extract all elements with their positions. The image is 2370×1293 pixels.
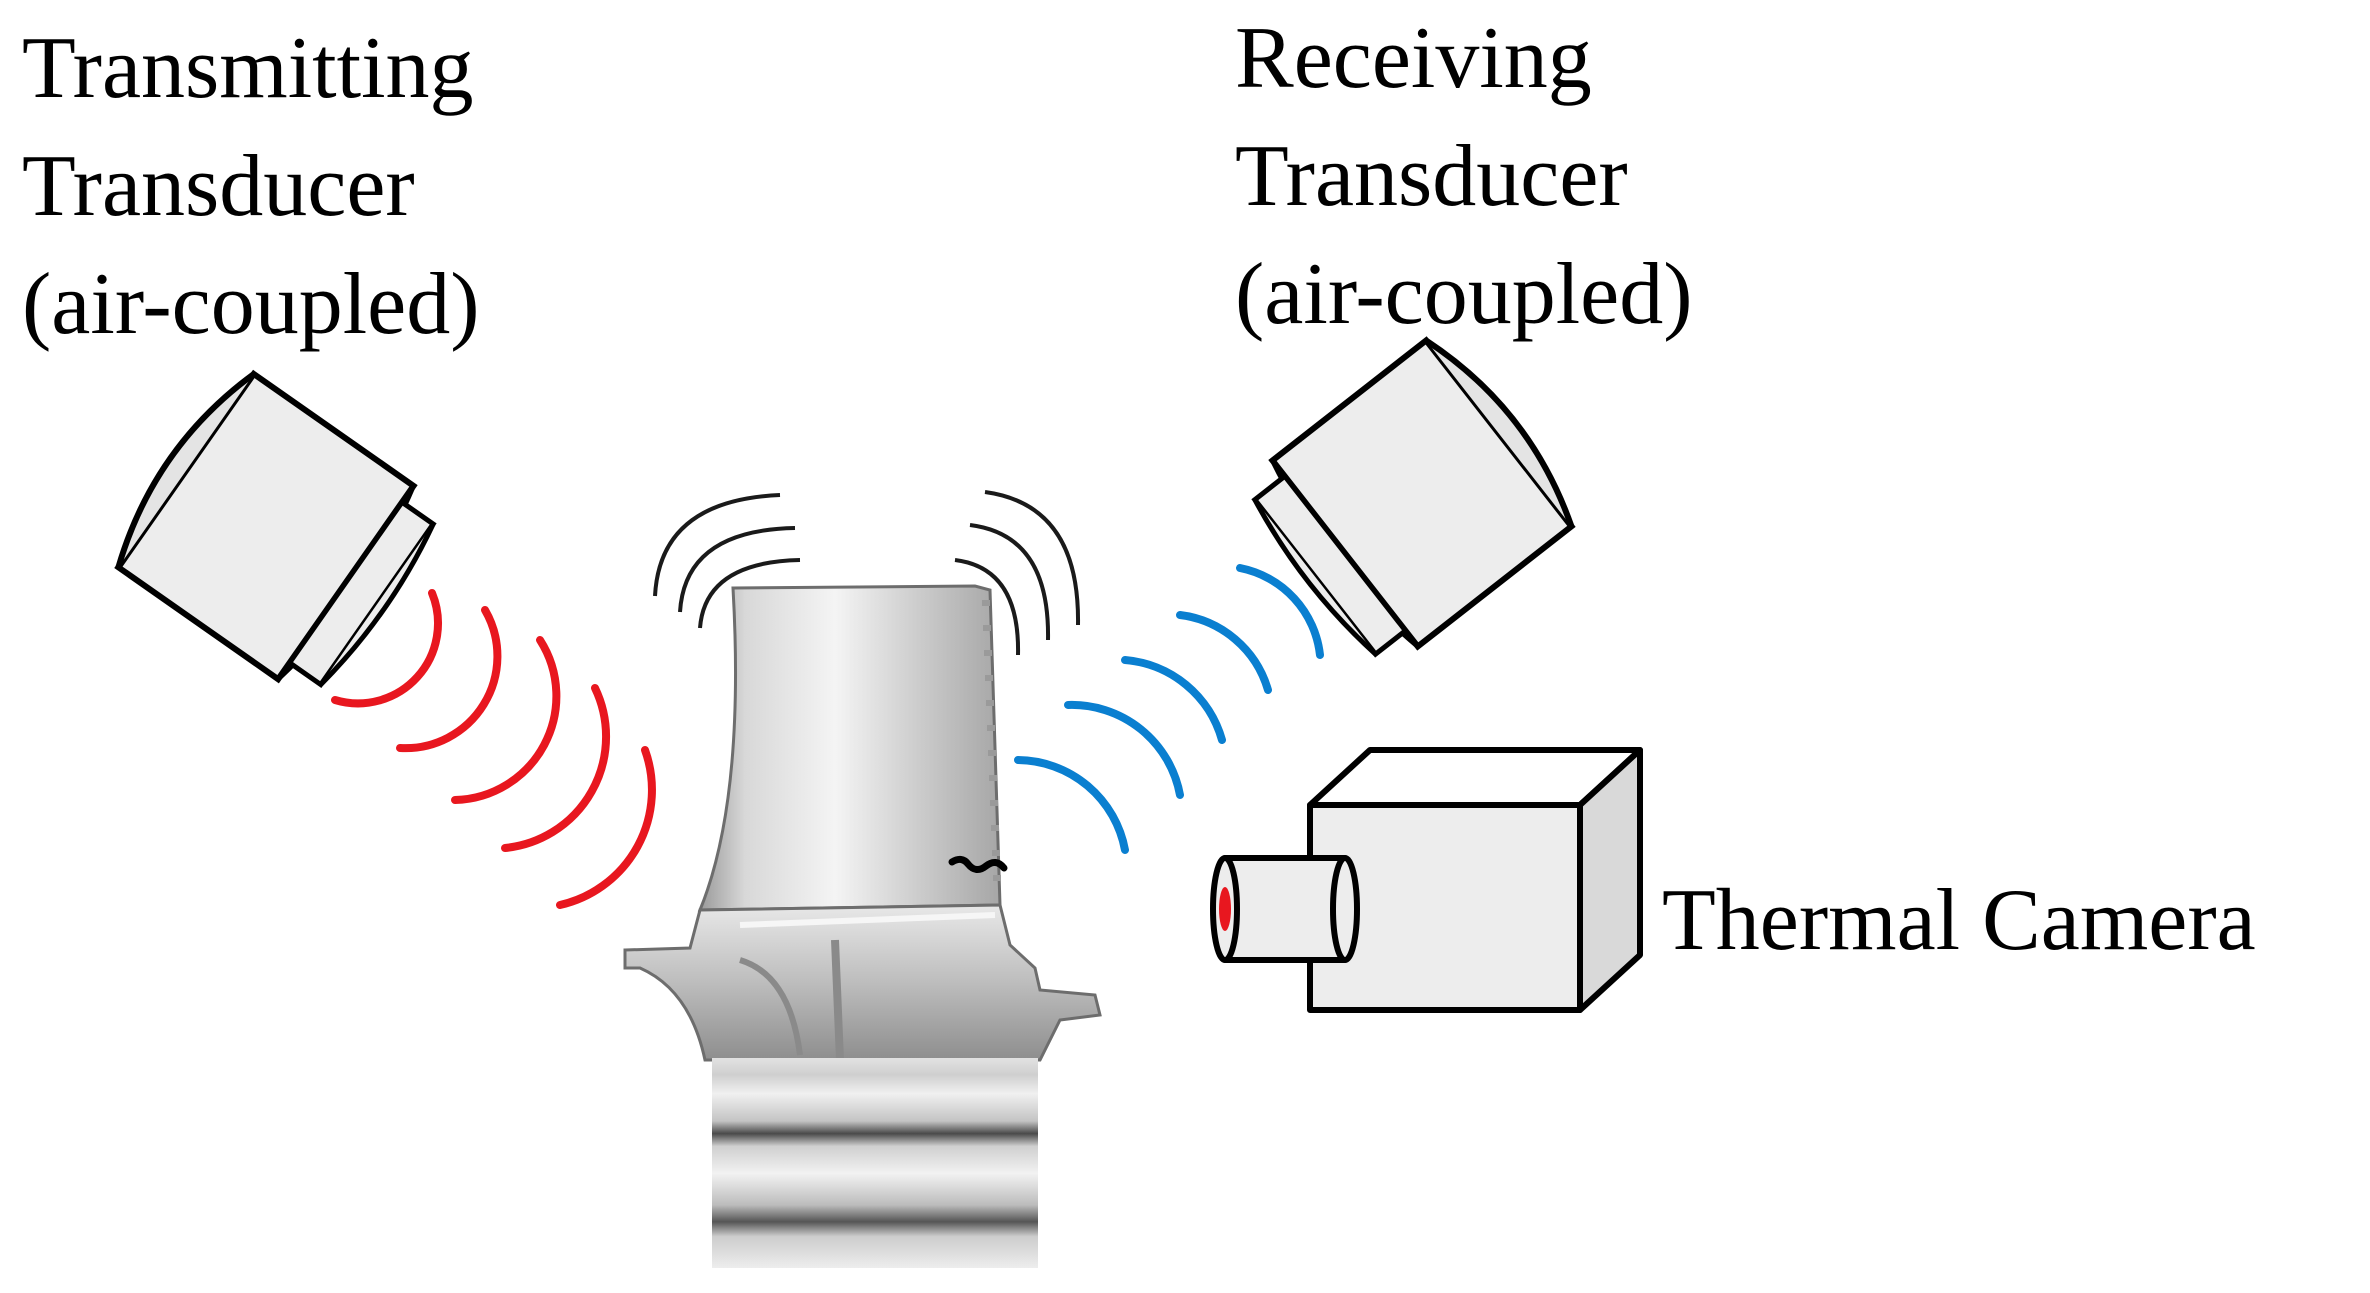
receiver-label-line1: Receiving [1235,10,1592,107]
receiver-label-line3: (air-coupled) [1235,246,1693,343]
receive-wave-arcs [1014,564,1324,854]
receiver-label: Receiving Transducer (air-coupled) [1235,0,1693,354]
camera-lens-spot [1219,887,1231,931]
vibration-arcs-left [653,493,801,629]
transmit-wave-arcs [331,589,656,909]
vibration-arcs-right [954,490,1081,656]
blade-root [712,1058,1038,1268]
transmitter-label-line2: Transducer [22,138,415,235]
receiver-label-line2: Transducer [1235,128,1628,225]
thermal-camera-icon [1210,747,1643,1013]
crack-mark [948,855,1008,873]
cooling-holes [982,600,1001,881]
blade-platform [623,903,1102,1062]
transmitter-transducer-icon [114,369,437,689]
receiver-transducer-icon [1251,336,1576,658]
camera-lens-barrel [1222,855,1348,963]
transmitter-label-line1: Transmitting [22,20,474,117]
transmitter-label-line3: (air-coupled) [22,256,480,353]
transmitter-label: Transmitting Transducer (air-coupled) [22,10,480,364]
turbine-blade-specimen [623,490,1102,1268]
camera-label: Thermal Camera [1662,872,2256,969]
